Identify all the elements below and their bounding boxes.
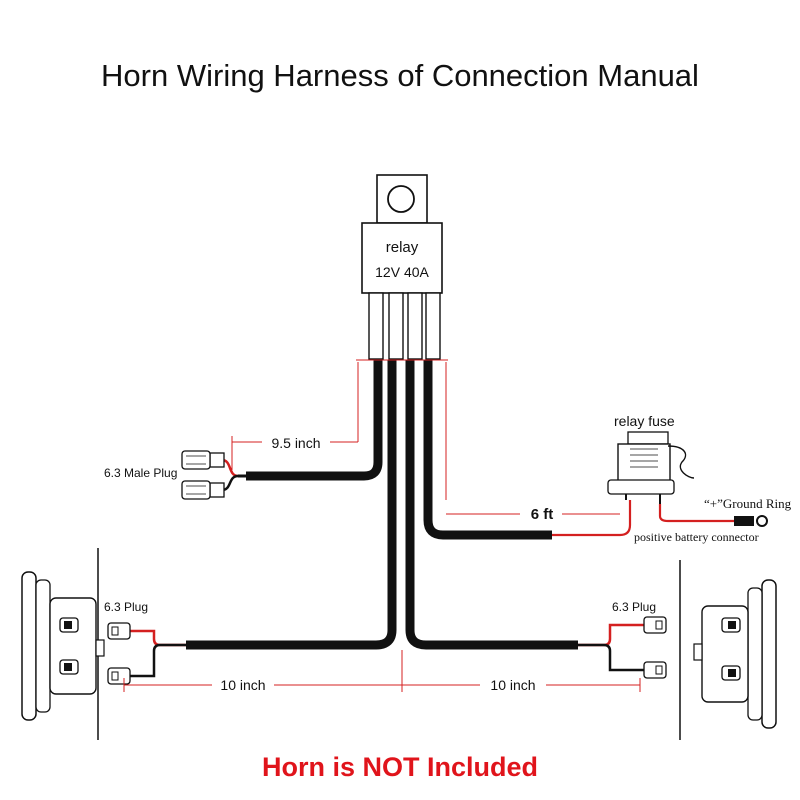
right-horn-plug-label: 6.3 Plug <box>612 600 656 614</box>
male-plug-connector: 6.3 Male Plug <box>104 450 246 500</box>
dimension-10-inch-right-label: 10 inch <box>490 677 535 693</box>
wire-to-male-plug <box>246 360 383 481</box>
dimension-10-inch-left-label: 10 inch <box>220 677 265 693</box>
male-plug-label: 6.3 Male Plug <box>104 466 177 480</box>
relay-lead-dimension <box>356 359 448 500</box>
relay-mount-hole <box>387 185 415 213</box>
relay-pin <box>368 292 384 360</box>
relay-fuse-label: relay fuse <box>614 413 675 429</box>
left-horn-plug-label: 6.3 Plug <box>104 600 148 614</box>
footer-notice: Horn is NOT Included <box>261 752 538 782</box>
wire-to-left-horn <box>186 360 397 650</box>
relay-pin <box>388 292 404 360</box>
wire-to-right-horn <box>405 360 578 650</box>
dimension-6-ft-label: 6 ft <box>531 506 554 523</box>
relay-body <box>361 222 443 294</box>
relay-rating: 12V 40A <box>375 264 429 280</box>
dimension-6-ft: 6 ft <box>446 506 620 523</box>
dimension-9-5-inch-label: 9.5 inch <box>271 435 320 451</box>
relay-label: relay <box>386 239 419 256</box>
relay: relay 12V 40A <box>361 174 443 360</box>
dimension-10-inch-left: 10 inch <box>123 677 402 693</box>
right-horn <box>679 560 777 740</box>
wire-to-battery <box>423 360 552 540</box>
page-title: Horn Wiring Harness of Connection Manual <box>101 58 699 93</box>
dimension-10-inch-right: 10 inch <box>401 650 641 693</box>
relay-fuse: relay fuse <box>607 413 695 504</box>
relay-pin <box>407 292 423 360</box>
ground-ring-label: “+”Ground Ring <box>704 496 792 511</box>
relay-pin <box>425 292 441 360</box>
harness-black-wires <box>186 360 578 650</box>
battery-lead <box>552 500 736 537</box>
right-horn-plugs: 6.3 Plug <box>578 600 667 679</box>
left-horn-plugs: 6.3 Plug <box>104 600 186 685</box>
left-horn <box>21 548 105 740</box>
ground-ring-terminal: “+”Ground Ring positive battery connecto… <box>634 496 792 544</box>
battery-connector-label: positive battery connector <box>634 530 759 544</box>
dimension-9-5-inch: 9.5 inch <box>231 435 358 470</box>
